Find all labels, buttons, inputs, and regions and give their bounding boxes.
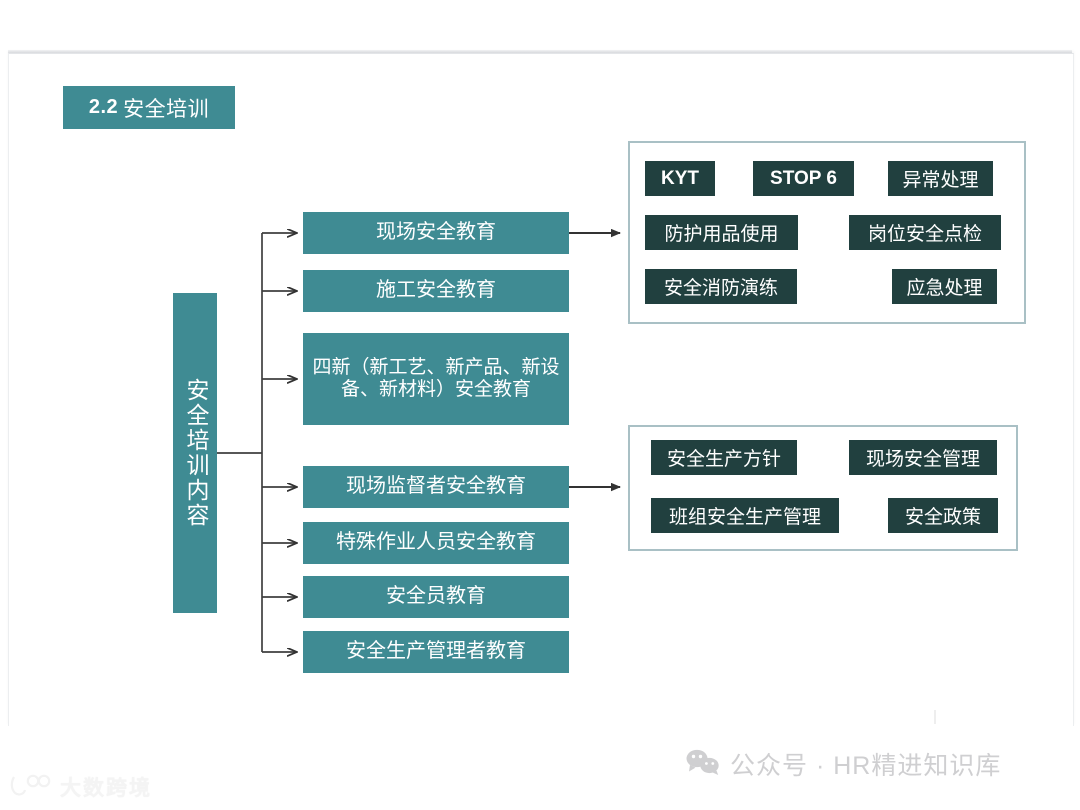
panel-supervisor-safety-education: 安全生产方针 现场安全管理 班组安全生产管理 安全政策	[628, 425, 1018, 551]
branch-box-1: 现场安全教育	[303, 212, 569, 254]
chip-emergency-handling-label: 应急处理	[906, 278, 983, 299]
chip-post-safety-check-label: 岗位安全点检	[867, 224, 982, 245]
section-title: 2.2 安全培训	[63, 86, 235, 129]
dashukuajing-watermark-text: 大数跨境	[60, 777, 152, 800]
chip-emergency-handling: 应急处理	[892, 269, 997, 304]
branch-box-1-label: 现场安全教育	[376, 221, 496, 244]
branch-box-3: 四新（新工艺、新产品、新设备、新材料）安全教育	[303, 333, 569, 425]
chip-abnormal-handling: 异常处理	[888, 161, 993, 196]
branch-box-5-label: 特殊作业人员安全教育	[336, 531, 536, 554]
chip-fire-drill: 安全消防演练	[645, 269, 797, 304]
branch-box-7: 安全生产管理者教育	[303, 631, 569, 673]
wechat-watermark: 公众号 · HR精进知识库	[686, 746, 1001, 782]
panel-site-safety-education: KYT STOP 6 异常处理 防护用品使用 岗位安全点检 安全消防演练 应急处…	[628, 141, 1026, 324]
wechat-icon	[686, 749, 720, 780]
chip-ppe-usage-label: 防护用品使用	[664, 224, 779, 245]
wechat-watermark-text: 公众号 · HR精进知识库	[730, 752, 1002, 780]
window-top-strip	[8, 50, 1072, 53]
branch-box-2: 施工安全教育	[303, 270, 569, 312]
chip-stop6-label: STOP 6	[770, 167, 837, 189]
chip-safety-production-policy-label: 安全生产方针	[666, 449, 781, 470]
branch-box-3-label: 四新（新工艺、新产品、新设备、新材料）安全教育	[312, 356, 560, 400]
dashukuajing-logo-icon	[10, 773, 52, 801]
branch-box-7-label: 安全生产管理者教育	[346, 640, 526, 663]
branch-box-4-label: 现场监督者安全教育	[346, 475, 526, 498]
root-node: 安全培训内容	[173, 293, 217, 613]
chip-safety-production-policy: 安全生产方针	[651, 440, 797, 475]
chip-site-safety-management-label: 现场安全管理	[865, 449, 980, 470]
branch-box-2-label: 施工安全教育	[376, 279, 496, 302]
chip-site-safety-management: 现场安全管理	[849, 440, 997, 475]
chip-post-safety-check: 岗位安全点检	[849, 215, 1001, 250]
chip-stop6: STOP 6	[753, 161, 854, 196]
chip-abnormal-handling-label: 异常处理	[902, 170, 979, 191]
branch-box-5: 特殊作业人员安全教育	[303, 522, 569, 564]
branch-box-6-label: 安全员教育	[386, 585, 486, 608]
section-title-number: 2.2	[88, 96, 119, 118]
section-title-text: 安全培训	[123, 96, 210, 121]
branch-box-4: 现场监督者安全教育	[303, 466, 569, 508]
chip-safety-policy-label: 安全政策	[904, 507, 981, 528]
chip-kyt: KYT	[645, 161, 715, 196]
chip-safety-policy: 安全政策	[888, 498, 998, 533]
chip-team-safety-production-management-label: 班组安全生产管理	[668, 507, 821, 528]
chip-kyt-label: KYT	[661, 167, 699, 189]
root-node-label: 安全培训内容	[183, 378, 209, 528]
branch-box-6: 安全员教育	[303, 576, 569, 618]
chip-team-safety-production-management: 班组安全生产管理	[651, 498, 839, 533]
dashukuajing-watermark: 大数跨境	[10, 772, 152, 802]
chip-fire-drill-label: 安全消防演练	[663, 278, 778, 299]
chip-ppe-usage: 防护用品使用	[645, 215, 798, 250]
slide-edge-tick	[934, 710, 936, 724]
